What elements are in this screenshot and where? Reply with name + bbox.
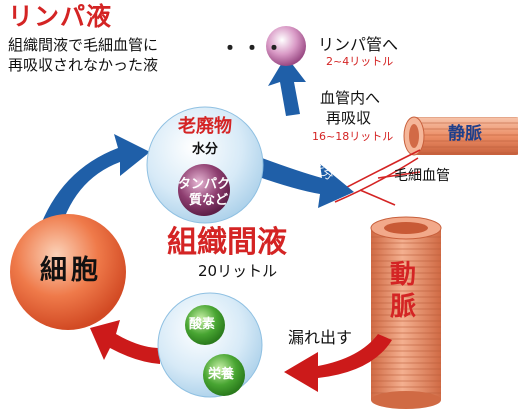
artery-label-1: 動 <box>390 260 417 290</box>
lymph-duct-label: リンパ管へ <box>318 35 399 54</box>
capillary-label: 毛細血管 <box>394 168 450 184</box>
arrow-nutrients-to-cell <box>90 320 160 364</box>
artery-label-2: 脈 <box>390 292 417 322</box>
vein-vessel <box>403 116 518 156</box>
arrow-to-capillary <box>256 158 354 208</box>
description-line-1: 組織間液で毛細血管に <box>8 36 159 54</box>
waste-water-label: 水分 <box>192 142 219 157</box>
reabsorption-amount: 16~18リットル <box>312 130 394 143</box>
arrow-to-lymph-duct <box>268 56 306 116</box>
cell-sphere <box>10 214 126 330</box>
interstitial-amount: 20リットル <box>198 262 278 280</box>
leak-label: 漏れ出す <box>288 328 353 347</box>
lymph-duct-amount: 2~4リットル <box>326 55 394 68</box>
description-line-2: 再吸収されなかった液 <box>8 56 159 74</box>
interstitial-label: 組織間液 <box>167 225 287 260</box>
protein-label-1: タンパク <box>178 177 231 192</box>
protein-label-2: 質など <box>189 193 229 208</box>
reabsorption-label-2: 再吸収 <box>326 109 372 127</box>
ellipsis: ・・・ <box>220 36 286 60</box>
protein-sphere <box>178 164 230 216</box>
waste-label: 老廃物 <box>178 116 232 137</box>
arrow-cell-to-waste <box>38 134 150 238</box>
page-title: リンパ液 <box>8 2 113 31</box>
nutrition-label: 栄養 <box>208 367 235 382</box>
lymph-sphere <box>266 26 306 66</box>
nutrition-sphere <box>203 354 245 396</box>
reabsorption-label-1: 血管内へ <box>320 89 381 107</box>
vein-label: 静脈 <box>448 124 482 144</box>
cell-label: 細胞 <box>40 255 102 286</box>
artery-vessel <box>370 216 442 409</box>
oxygen-sphere <box>185 305 225 345</box>
arrow-artery-to-nutrients <box>284 334 392 392</box>
oxygen-label: 酸素 <box>189 317 216 332</box>
